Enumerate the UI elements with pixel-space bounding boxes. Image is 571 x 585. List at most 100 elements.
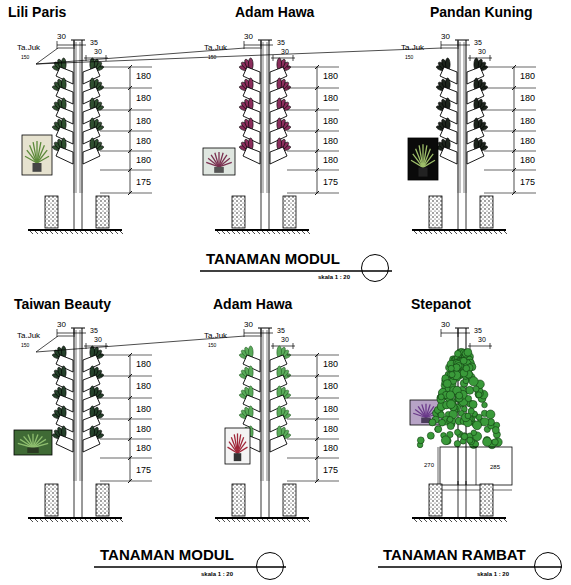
ground-hatch [484, 519, 487, 522]
vine-foliage [492, 439, 498, 445]
planter-pot [270, 435, 287, 452]
ground-hatch [484, 231, 487, 234]
ground-hatch [90, 519, 93, 522]
ground-line [412, 229, 506, 231]
dimension-line [100, 193, 152, 194]
drawing-line [244, 41, 245, 49]
planter-pot [243, 147, 260, 164]
drawing-line [128, 374, 132, 378]
vine-foliage [456, 392, 463, 399]
ground-hatch [232, 231, 235, 234]
drawing-line [315, 479, 319, 483]
vine-foliage [473, 386, 479, 392]
ground-hatch [282, 519, 285, 522]
ground-hatch [479, 231, 482, 234]
vine-foliage [482, 402, 488, 408]
drawing-line [458, 193, 459, 230]
vine-foliage [481, 418, 489, 426]
dimension-line [57, 45, 86, 46]
vine-foliage [469, 377, 478, 386]
ground-hatch [242, 231, 245, 234]
drawing-line [315, 456, 319, 460]
ground-line [28, 229, 122, 231]
drawing-line [315, 374, 319, 378]
dimension-label: 180 [323, 360, 338, 369]
vine-foliage [460, 357, 467, 364]
vine-foliage [473, 421, 482, 430]
dimension-label: 180 [136, 405, 151, 414]
dimension-line [484, 110, 536, 111]
ground-line [215, 517, 309, 519]
dimension-line [287, 193, 339, 194]
ground-hatch [30, 231, 33, 234]
dimension-label: 180 [323, 425, 338, 434]
ground-hatch [292, 231, 295, 234]
ground-hatch [307, 519, 310, 522]
drawing-line [128, 86, 132, 90]
dimension-label: 180 [136, 444, 151, 453]
drawing-caption: TANAMAN MODUL [100, 547, 234, 562]
plant-photo [410, 400, 442, 425]
vine-foliage [417, 437, 424, 444]
photo-pot [419, 167, 428, 176]
drawing-line [512, 65, 516, 69]
dimension-line [484, 193, 536, 194]
ground-hatch [45, 231, 48, 234]
dimension-label: 35 [90, 39, 98, 46]
ground-hatch [262, 519, 265, 522]
hanger-label: Ta.Juk [204, 332, 227, 340]
dimension-label: 30 [244, 321, 253, 329]
caption-circle [362, 255, 389, 282]
ground-hatch [80, 519, 83, 522]
planter-pot [270, 147, 287, 164]
dimension-line [287, 439, 339, 440]
drawing-line [458, 329, 459, 337]
vine-foliage [441, 436, 450, 445]
drawing-line [512, 149, 516, 153]
drawing-line [442, 48, 457, 49]
ground-hatch [50, 519, 53, 522]
drawing-line [512, 191, 516, 195]
ground-hatch [297, 231, 300, 234]
ground-hatch [75, 231, 78, 234]
dimension-line [130, 355, 131, 481]
foundation-footing [480, 196, 493, 228]
ground-hatch [307, 231, 310, 234]
ground-hatch [479, 519, 482, 522]
ground-hatch [494, 519, 497, 522]
dimension-line [244, 45, 273, 46]
drawing-line [128, 65, 132, 69]
dimension-line [484, 151, 536, 152]
drawing-line [71, 40, 85, 41]
drawing-line [269, 481, 270, 518]
drawing-line [57, 41, 58, 49]
vine-foliage [455, 429, 461, 435]
dimension-line [287, 481, 339, 482]
caption-circle [257, 553, 284, 580]
drawing-caption: TANAMAN MODUL [206, 251, 340, 266]
foundation-footing [232, 196, 245, 228]
dimension-label: 30 [478, 48, 486, 55]
vine-foliage [465, 396, 471, 402]
caption-underline [200, 270, 392, 271]
drawing-line [490, 343, 491, 349]
ground-hatch [424, 519, 427, 522]
foundation-footing [96, 196, 109, 228]
vine-foliage [439, 419, 446, 426]
plant-photo [22, 135, 52, 175]
dimension-label: 180 [323, 117, 338, 126]
drawing-line [267, 42, 268, 193]
dimension-line [440, 490, 512, 491]
dimension-label: 180 [136, 156, 151, 165]
photo-leaf [423, 160, 435, 167]
dimension-line [484, 67, 536, 68]
ground-hatch [252, 231, 255, 234]
foundation-footing [429, 196, 442, 228]
drawing-line [458, 481, 459, 518]
drawing-line [57, 329, 58, 337]
ground-line [28, 517, 122, 519]
caption-underline [94, 566, 286, 567]
dimension-label: 35 [277, 39, 285, 46]
photo-leaf [238, 447, 248, 453]
dimension-line [100, 131, 152, 132]
